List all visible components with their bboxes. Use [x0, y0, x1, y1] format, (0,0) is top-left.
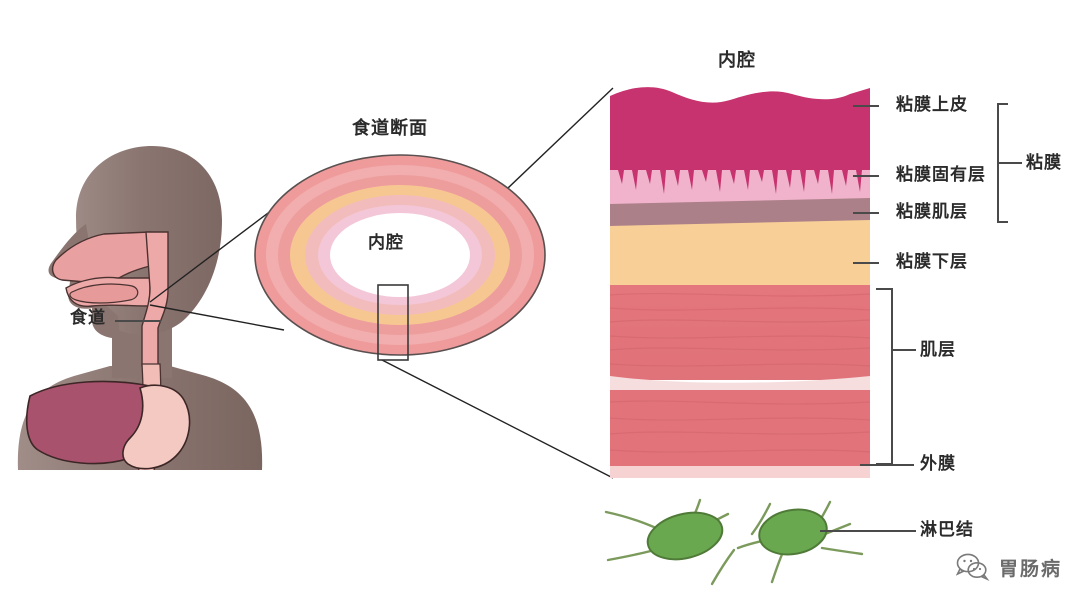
connector-body-to-ring-top — [149, 209, 273, 303]
leader-lamina-propria — [853, 175, 879, 177]
leader-lymph-node — [820, 530, 916, 532]
leader-submucosa — [853, 262, 879, 264]
bracket-muscularis — [876, 288, 916, 465]
layer-adventitia — [610, 466, 870, 478]
esophagus-wall-magnified — [610, 80, 890, 480]
cross-section-svg — [254, 154, 546, 361]
watermark: 胃肠病 — [955, 553, 1062, 581]
label-muscularis-mucosae: 粘膜肌层 — [896, 202, 968, 222]
body-label-esophagus: 食道 — [70, 308, 106, 328]
ring-lumen — [330, 213, 470, 297]
lymph-node-1 — [646, 511, 724, 561]
human-body-illustration — [0, 120, 290, 491]
zoom-region-box — [377, 284, 409, 361]
leader-muscularis-mucosae — [853, 212, 879, 214]
bracket-muscularis-shape — [876, 288, 893, 465]
watermark-text: 胃肠病 — [998, 557, 1062, 580]
label-mucosa-bracket: 粘膜 — [1026, 153, 1062, 173]
connector-box-to-wall-bottom — [381, 359, 614, 479]
cross-section-lumen-label: 内腔 — [368, 233, 404, 253]
stomach-shape — [122, 384, 191, 470]
body-label-leader — [115, 320, 161, 322]
label-muscularis-propria: 肌层 — [920, 340, 956, 360]
nasal-cavity — [51, 231, 151, 285]
label-submucosa: 粘膜下层 — [896, 252, 968, 272]
body-svg — [17, 146, 263, 491]
layer-muscularis-mucosae — [610, 198, 870, 226]
connector-body-to-ring-bottom — [149, 304, 285, 331]
wall-top-title: 内腔 — [718, 50, 756, 71]
label-lamina-propria: 粘膜固有层 — [896, 165, 986, 185]
label-adventitia: 外膜 — [920, 454, 956, 474]
leader-adventitia — [860, 464, 914, 466]
muscle-striations — [610, 292, 870, 453]
lymphatic-vessels — [604, 498, 864, 586]
leader-epithelium — [853, 105, 879, 107]
tongue-shape — [69, 283, 139, 304]
bracket-mucosa — [997, 103, 1022, 223]
lymph-node-network — [604, 498, 864, 586]
label-lymph-node: 淋巴结 — [920, 520, 974, 540]
label-epithelium: 粘膜上皮 — [896, 95, 968, 115]
esophagus-cross-section — [240, 105, 560, 395]
wall-svg — [610, 87, 870, 478]
cross-section-title: 食道断面 — [352, 118, 428, 139]
layer-epithelium — [610, 87, 870, 194]
lymph-node-2 — [758, 508, 828, 556]
wechat-icon — [955, 553, 990, 581]
